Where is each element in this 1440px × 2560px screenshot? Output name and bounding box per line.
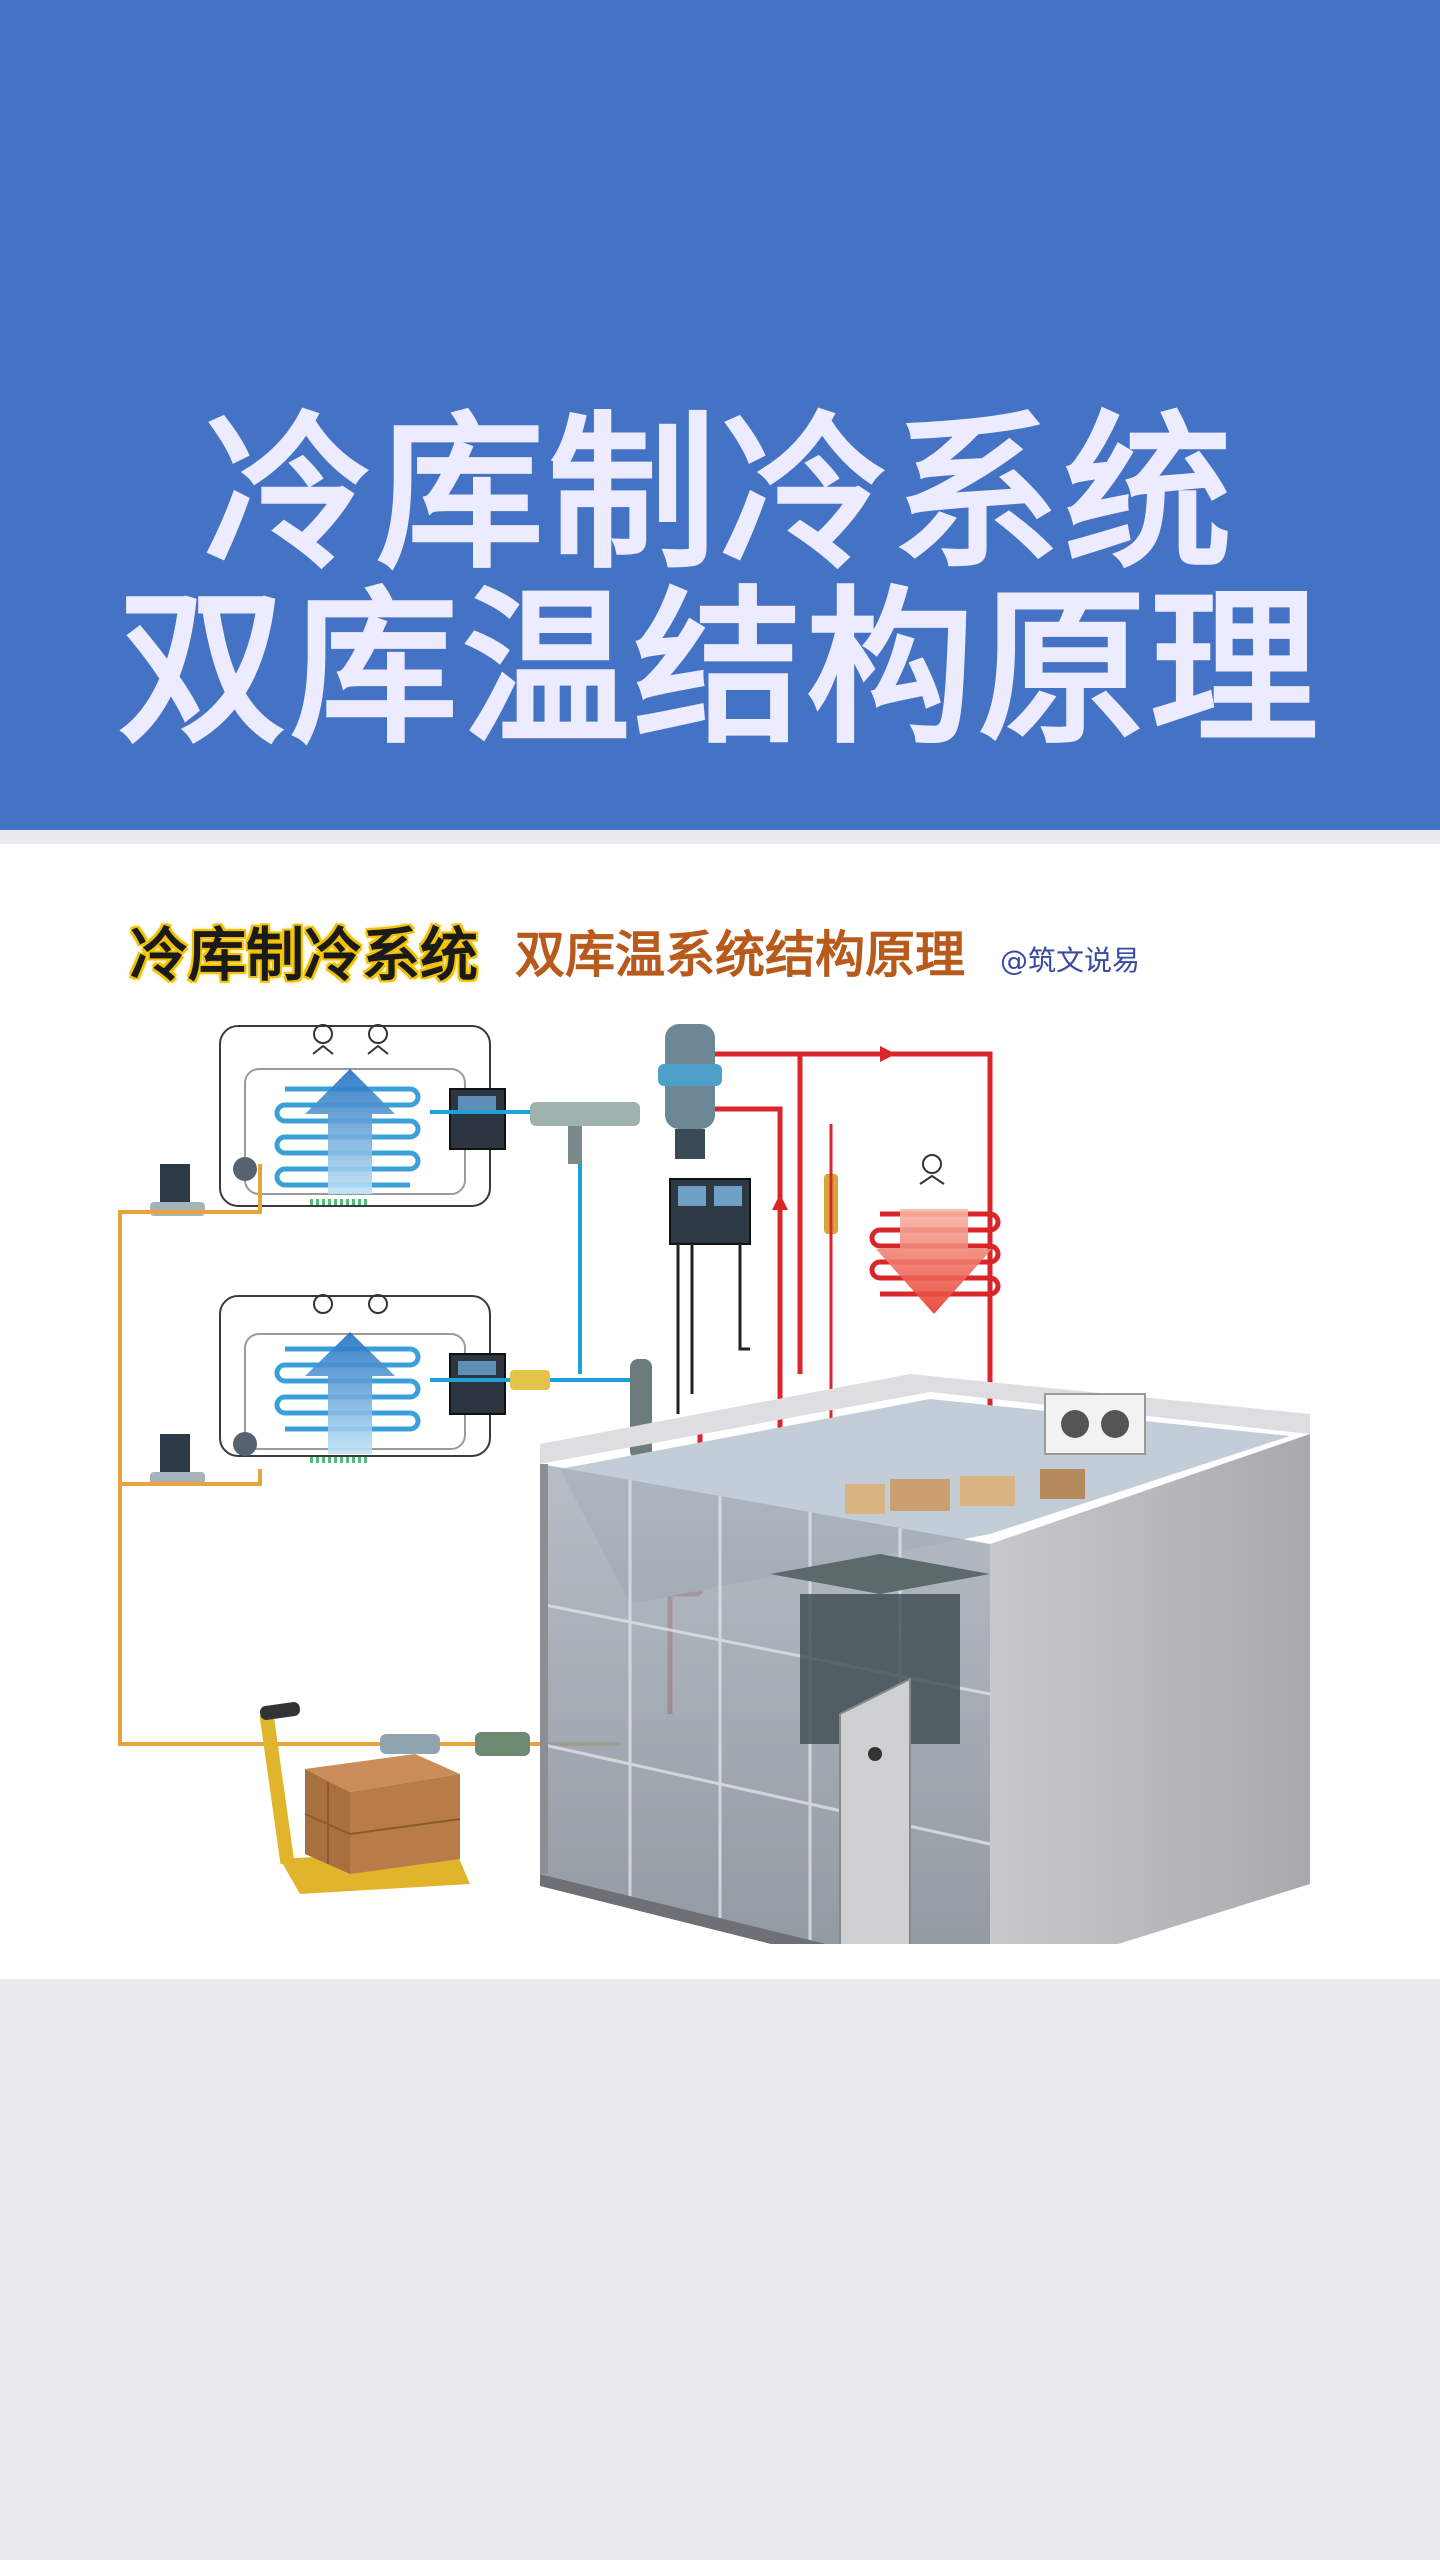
cold-room-icon [539,1374,1310,1944]
author-credit: @筑文说易 [1000,944,1141,977]
banner-title-line1: 冷库制冷系统 [204,396,1236,592]
heading-system: 冷库制冷系统 [130,921,479,989]
evaporating-pressure-regulator [530,1102,652,1459]
empty-area [0,1979,1440,2560]
condenser [869,1154,1001,1314]
pallet-jack-icon [259,1702,470,1894]
evaporator-upper [219,1024,506,1207]
fan-icon [919,1154,945,1185]
solenoid-valve-upper [150,1157,257,1216]
diagram-panel: 冷库制冷系统 双库温系统结构原理 @筑文说易 [0,844,1440,1979]
solenoid-valve-lower [150,1432,257,1486]
heading-subtitle: 双库温系统结构原理 [515,926,965,984]
fan-icon [312,1024,389,1055]
pressure-controller [669,1178,751,1245]
evaporator-lower [219,1294,506,1463]
refrigeration-diagram [118,1024,1310,1944]
sight-glass [380,1732,530,1756]
compressor [658,1024,722,1159]
banner-title-line2: 双库温结构原理 [118,571,1322,767]
title-banner: 冷库制冷系统 双库温结构原理 [0,0,1440,830]
fan-icon [313,1294,388,1314]
divider [0,830,1440,844]
